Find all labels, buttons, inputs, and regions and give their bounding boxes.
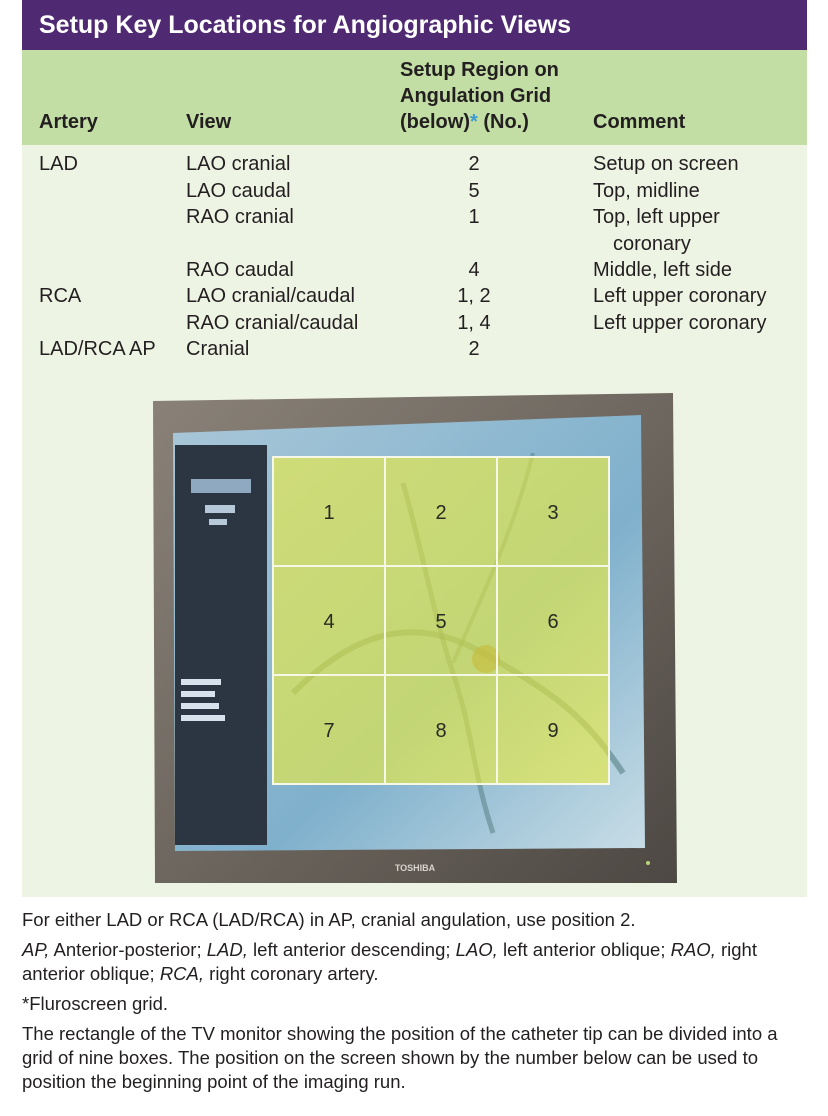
cell-region: 1	[468, 206, 480, 228]
header-view: View	[186, 111, 232, 133]
grid-number: 8	[435, 720, 446, 742]
table-header: Artery View Setup Region on Angulation G…	[22, 50, 807, 145]
header-region-line2: Angulation Grid	[400, 85, 552, 107]
cell-region: 1, 4	[457, 312, 491, 334]
grid-number: 4	[323, 611, 334, 633]
cell-comment: Top, left upper	[593, 206, 720, 228]
side-panel-text	[205, 505, 235, 513]
cell-view: LAO cranial/caudal	[186, 285, 355, 307]
header-region-no: (No.)	[477, 111, 529, 133]
abbreviation-definition: left anterior oblique;	[497, 939, 671, 960]
abbreviation-term: LAD,	[206, 939, 248, 960]
footnote-asterisk: *Fluroscreen grid.	[22, 993, 169, 1014]
cell-region: 2	[468, 153, 480, 175]
grid-number: 6	[547, 611, 558, 633]
side-panel-text	[181, 679, 221, 685]
cell-region: 1, 2	[457, 285, 491, 307]
header-comment: Comment	[593, 111, 686, 133]
cell-region: 4	[468, 259, 480, 281]
footnote-abbreviations: AP, Anterior-posterior; LAD, left anteri…	[22, 938, 807, 986]
header-region-below: (below)	[400, 111, 470, 133]
cell-view: RAO cranial	[186, 206, 294, 228]
side-panel-text	[181, 715, 225, 721]
table-footnotes: For either LAD or RCA (LAD/RCA) in AP, c…	[22, 908, 807, 1098]
cell-artery: LAD/RCA AP	[39, 338, 156, 360]
side-panel-text	[181, 703, 219, 709]
cell-artery: LAD	[39, 153, 78, 175]
cell-view: RAO caudal	[186, 259, 294, 281]
header-region-line3: (below)* (No.)	[400, 109, 559, 135]
cell-view: Cranial	[186, 338, 250, 360]
power-led	[646, 861, 650, 865]
abbreviation-definition: right anterior oblique;	[22, 939, 763, 984]
side-panel-text	[181, 691, 215, 697]
abbreviation-term: AP,	[22, 939, 50, 960]
cell-comment: Top, midline	[593, 180, 700, 202]
table-figure: Setup Key Locations for Angiographic Vie…	[22, 0, 807, 897]
side-panel-text	[209, 519, 227, 525]
cell-comment: Left upper coronary	[593, 285, 767, 307]
cell-comment-continued: coronary	[613, 233, 691, 255]
grid-number: 5	[435, 611, 446, 633]
header-artery: Artery	[39, 111, 98, 133]
grid-overlay	[273, 457, 609, 784]
abbreviation-definition: right coronary artery.	[204, 963, 379, 984]
cell-view: RAO cranial/caudal	[186, 312, 359, 334]
monitor-photo-panel: 1 2 3 4 5 6 7 8 9 TOSHIBA	[22, 373, 807, 897]
cell-artery: RCA	[39, 285, 82, 307]
monitor-brand-label: TOSHIBA	[395, 863, 436, 873]
cell-view: LAO caudal	[186, 180, 291, 202]
grid-number: 2	[435, 502, 446, 524]
abbreviation-definition: Anterior-posterior;	[49, 939, 207, 960]
footnote-description: The rectangle of the TV monitor showing …	[22, 1023, 778, 1092]
grid-number: 1	[323, 502, 334, 524]
angulation-grid: 1 2 3 4 5 6 7 8 9	[272, 456, 610, 785]
cell-region: 5	[468, 180, 480, 202]
monitor-illustration: 1 2 3 4 5 6 7 8 9 TOSHIBA	[153, 393, 677, 883]
grid-box	[496, 674, 610, 785]
cell-comment: Middle, left side	[593, 259, 732, 281]
cell-comment: Setup on screen	[593, 153, 739, 175]
cell-comment: Left upper coronary	[593, 312, 767, 334]
header-region: Setup Region on Angulation Grid (below)*…	[400, 57, 559, 135]
cell-view: LAO cranial	[186, 153, 291, 175]
side-panel-label	[191, 479, 251, 493]
grid-number: 3	[547, 502, 558, 524]
table-title: Setup Key Locations for Angiographic Vie…	[22, 0, 807, 50]
abbreviation-term: RCA,	[159, 963, 205, 984]
grid-number: 7	[323, 720, 334, 742]
abbreviation-term: LAO,	[455, 939, 498, 960]
cell-region: 2	[468, 338, 480, 360]
footnote-ap-cranial: For either LAD or RCA (LAD/RCA) in AP, c…	[22, 909, 636, 930]
abbreviation-definition: left anterior descending;	[247, 939, 456, 960]
header-region-line1: Setup Region on	[400, 59, 559, 81]
grid-number: 9	[547, 720, 558, 742]
header-region-asterisk: *	[470, 111, 478, 133]
abbreviation-term: RAO,	[670, 939, 716, 960]
